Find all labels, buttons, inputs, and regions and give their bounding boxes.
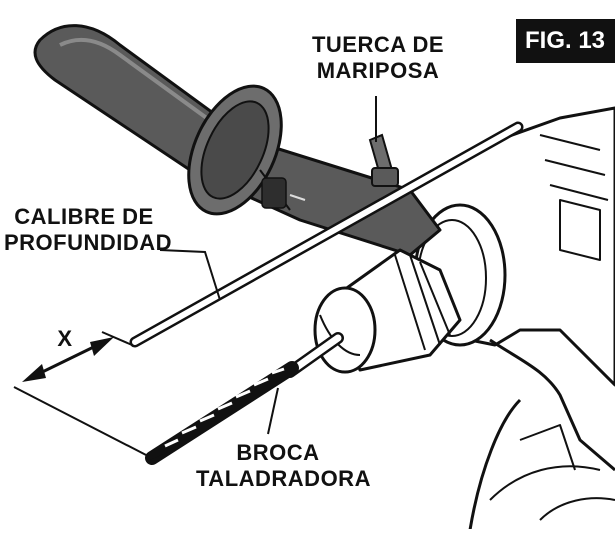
depth-gauge-label-line1: CALIBRE DE	[14, 204, 154, 229]
drill-bit	[145, 332, 344, 465]
dimension-x	[13, 331, 149, 457]
wing-nut-label-line2: MARIPOSA	[316, 58, 440, 83]
wing-nut-label: TUERCA DE MARIPOSA	[305, 32, 451, 84]
depth-gauge-leader	[159, 249, 221, 301]
drill-bit-label-line1: BROCA	[236, 440, 320, 465]
wing-nut-label-line1: TUERCA DE	[311, 32, 445, 57]
drill-body	[468, 106, 615, 531]
wing-nut	[368, 133, 399, 187]
depth-gauge-label-line2: PROFUNDIDAD	[4, 230, 173, 255]
leader-lines	[159, 96, 377, 435]
depth-gauge-rod	[129, 121, 524, 348]
dimension-x-label: X	[57, 326, 73, 351]
side-handle	[33, 24, 442, 257]
depth-gauge-label: CALIBRE DE PROFUNDIDAD	[4, 204, 173, 256]
drill-bit-leader	[267, 387, 279, 435]
drill-bit-label-line2: TALADRADORA	[196, 466, 371, 491]
drill-bit-label: BROCA TALADRADORA	[196, 440, 371, 492]
drill-chuck	[313, 248, 462, 374]
figure-number-badge: FIG. 13	[516, 19, 615, 63]
